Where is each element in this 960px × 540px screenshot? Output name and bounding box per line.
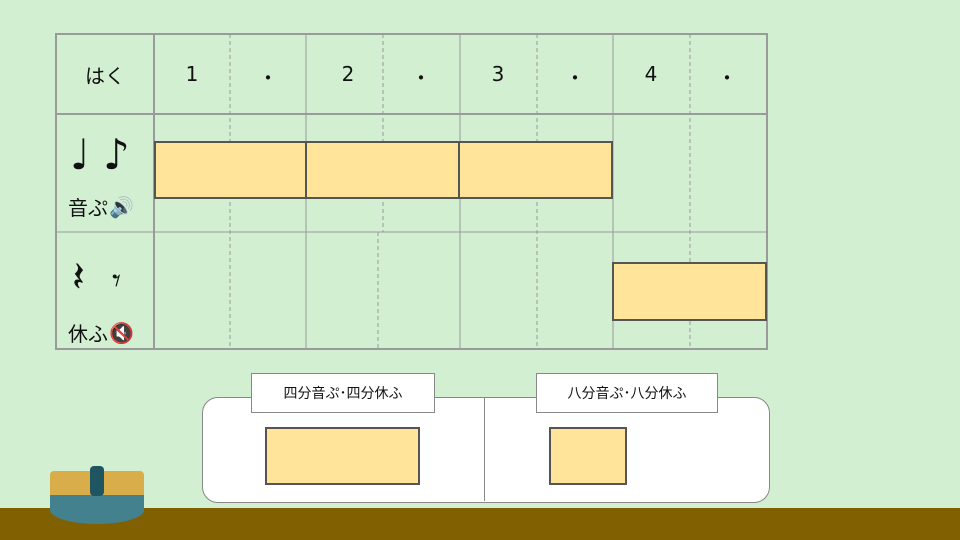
drum-body <box>50 494 144 524</box>
ground-strip <box>0 508 960 540</box>
beat-label-2: 2 <box>341 62 355 86</box>
rests-label-text: 休ふ <box>68 322 108 346</box>
drum-knob <box>90 466 104 496</box>
eighth-rest-icon: 𝄾 <box>112 261 122 301</box>
note-block-beat-2[interactable] <box>305 141 460 199</box>
beat-label-4: 4 <box>644 62 658 86</box>
beat-label-4-and: ・ <box>717 66 737 90</box>
quarter-block-palette[interactable] <box>265 427 420 485</box>
quarter-rest-icon: 𝄽 <box>72 252 85 301</box>
rest-block-beat-4[interactable] <box>612 262 767 321</box>
beat-label-3: 3 <box>491 62 505 86</box>
beat-label-1-and: ・ <box>258 66 278 90</box>
note-block-beat-1[interactable] <box>154 141 307 199</box>
beat-header-label: はく <box>85 64 125 88</box>
rests-row-label: 休ふ 🔇 <box>68 318 134 347</box>
speaker-muted-icon[interactable]: 🔇 <box>109 320 134 345</box>
legend-divider <box>484 397 485 501</box>
legend-title-eighth: 八分音ぷ･八分休ふ <box>536 373 718 413</box>
beat-label-2-and: ・ <box>411 66 431 90</box>
notes-row-label: 音ぷ 🔊 <box>68 192 134 221</box>
rhythm-grid <box>55 33 768 350</box>
note-block-beat-3[interactable] <box>458 141 613 199</box>
beat-label-1: 1 <box>185 62 199 86</box>
eighth-block-palette[interactable] <box>549 427 627 485</box>
grid-border <box>55 33 768 350</box>
speaker-on-icon[interactable]: 🔊 <box>109 194 134 219</box>
notes-label-text: 音ぷ <box>68 196 108 220</box>
legend-title-quarter: 四分音ぷ･四分休ふ <box>251 373 435 413</box>
beat-label-3-and: ・ <box>565 66 585 90</box>
note-symbols-icon: ♩ ♪ <box>70 130 130 179</box>
